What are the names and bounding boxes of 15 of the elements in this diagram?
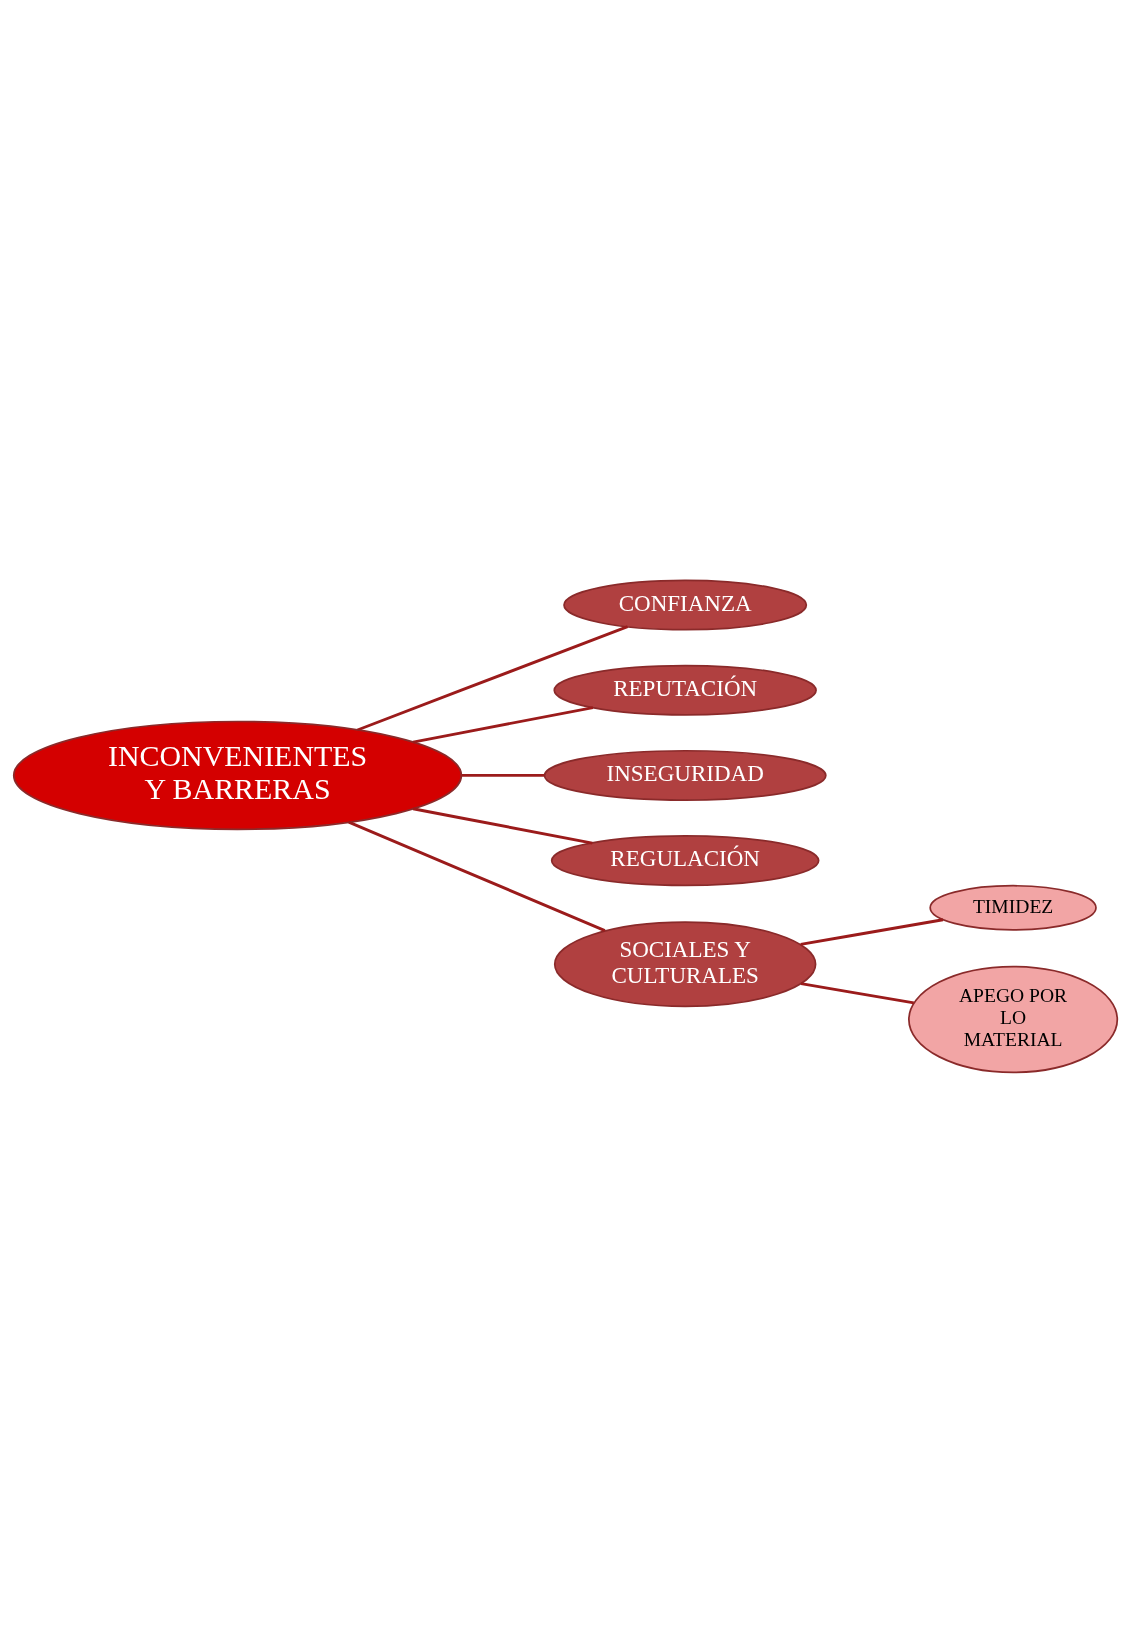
connector [412, 806, 593, 844]
node-ellipse: SOCIALES Y CULTURALES [553, 920, 817, 1007]
node-ellipse: REGULACIÓN [550, 834, 820, 886]
node-ellipse: REPUTACIÓN [553, 664, 817, 716]
node-ellipse: CONFIANZA [563, 579, 808, 631]
connector [800, 917, 944, 946]
connector [348, 820, 606, 932]
node-ellipse: INCONVENIENTES Y BARRERAS [12, 720, 463, 830]
connector [461, 773, 545, 777]
connector [800, 981, 915, 1004]
node-ellipse: TIMIDEZ [929, 884, 1097, 931]
connector [356, 624, 629, 731]
connector [412, 705, 594, 743]
node-ellipse: APEGO POR LO MATERIAL [908, 965, 1119, 1073]
node-ellipse: INSEGURIDAD [543, 749, 827, 801]
